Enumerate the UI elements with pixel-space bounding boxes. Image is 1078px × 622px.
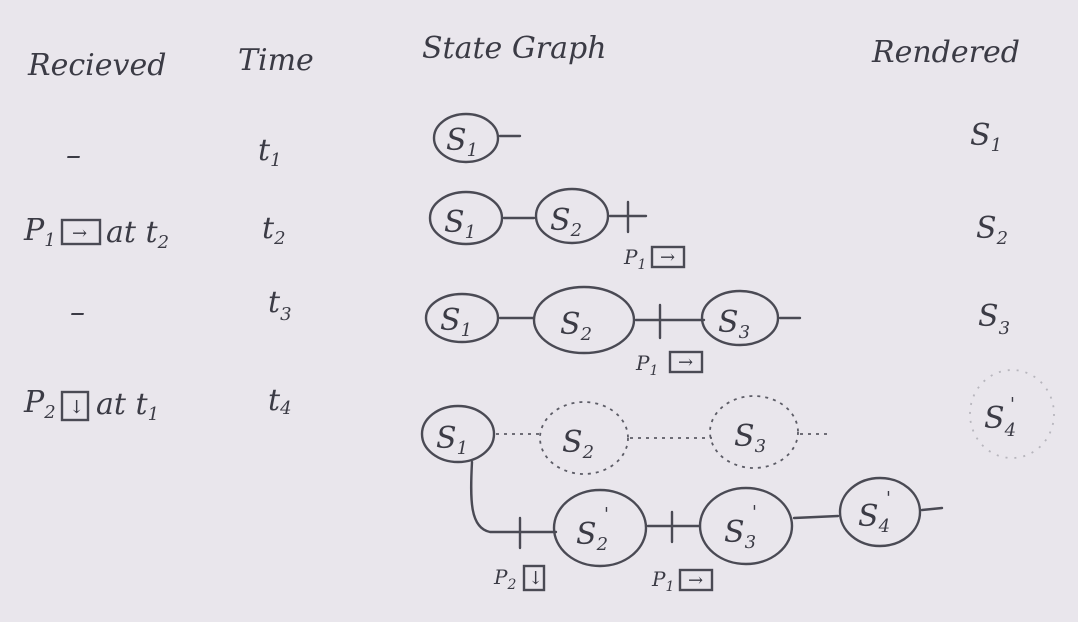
- r2-node-s2-label: S2: [550, 203, 582, 241]
- r3-node-s3: [700, 289, 780, 347]
- r4-ghost-node-s2-label: S2: [562, 425, 594, 463]
- r3-node-s3-label: S3: [718, 305, 750, 343]
- r4-branch-event-arrow-icon: ↓: [528, 568, 543, 589]
- row4-arrow-icon: ↓: [69, 397, 84, 418]
- r4-edge-s3p-s4p: [792, 514, 840, 520]
- r3-node-s2-label: S2: [560, 307, 592, 345]
- r4-event-arrow-box: [678, 568, 714, 592]
- r3-node-s1: [424, 292, 500, 344]
- row1-rendered: S1: [970, 118, 1002, 156]
- r4-node-s2-prime-label: S2': [576, 504, 609, 555]
- header-state-graph: State Graph: [422, 31, 607, 66]
- row4-received: P2: [23, 385, 56, 423]
- r4-node-s4-prime-label: S4': [858, 488, 891, 537]
- row4-rendered-ghost-circle: [969, 369, 1055, 459]
- row3-time: t3: [268, 285, 292, 325]
- r3-node-s1-label: S1: [440, 303, 472, 341]
- row4-received-tail: at t1: [96, 387, 159, 425]
- row2-rendered: S2: [976, 211, 1008, 249]
- r4-event-label: P1: [651, 567, 674, 595]
- row4-arrow-box: [60, 390, 90, 422]
- r4-node-s2-prime: [552, 488, 648, 568]
- row2-arrow-box: [60, 218, 102, 246]
- header-received: Recieved: [27, 48, 166, 83]
- row2-received: P1: [23, 213, 56, 251]
- r2-node-s2: [534, 187, 610, 245]
- r2-event-label: P1: [623, 245, 646, 273]
- r4-ghost-node-s3-label: S3: [734, 419, 766, 457]
- r3-node-s2: [532, 285, 636, 355]
- r4-branch-event-arrow-box: [522, 564, 546, 592]
- r4-node-s3-prime: [698, 486, 794, 566]
- row4-rendered: S4': [984, 394, 1016, 441]
- row4-time: t4: [268, 383, 292, 419]
- r4-branch-edge: [469, 460, 558, 534]
- r4-node-s1-label: S1: [436, 421, 468, 459]
- r4-node-s1: [420, 404, 496, 464]
- row1-time: t1: [258, 133, 282, 171]
- row2-arrow-icon: →: [72, 223, 87, 244]
- r3-event-label: P1: [635, 351, 658, 379]
- r3-event-arrow-icon: →: [678, 352, 693, 373]
- r2-node-s1-label: S1: [444, 205, 476, 243]
- r2-event-arrow-box: [650, 245, 686, 269]
- row2-received-tail: at t2: [106, 215, 169, 253]
- row1-received: –: [66, 138, 81, 173]
- r4-edge-open: [920, 506, 944, 512]
- row2-time: t2: [262, 211, 286, 249]
- row3-rendered: S3: [978, 299, 1010, 339]
- r4-node-s4-prime: [838, 476, 922, 548]
- r2-event-arrow-icon: →: [660, 247, 675, 268]
- r4-node-s3-prime-label: S3': [724, 502, 757, 553]
- r4-branch-event-label: P2: [493, 565, 516, 593]
- r1-node-s1: [432, 112, 500, 164]
- r2-node-s1: [428, 190, 504, 246]
- r4-ghost-node-s2: [539, 401, 629, 475]
- header-rendered: Rendered: [871, 35, 1020, 70]
- header-time: Time: [238, 43, 314, 78]
- row3-received: –: [70, 295, 85, 330]
- r3-event-arrow-box: [668, 350, 704, 374]
- r4-ghost-node-s3: [709, 395, 799, 469]
- r1-node-s1-label: S1: [446, 123, 478, 161]
- r4-event-arrow-icon: →: [688, 570, 703, 591]
